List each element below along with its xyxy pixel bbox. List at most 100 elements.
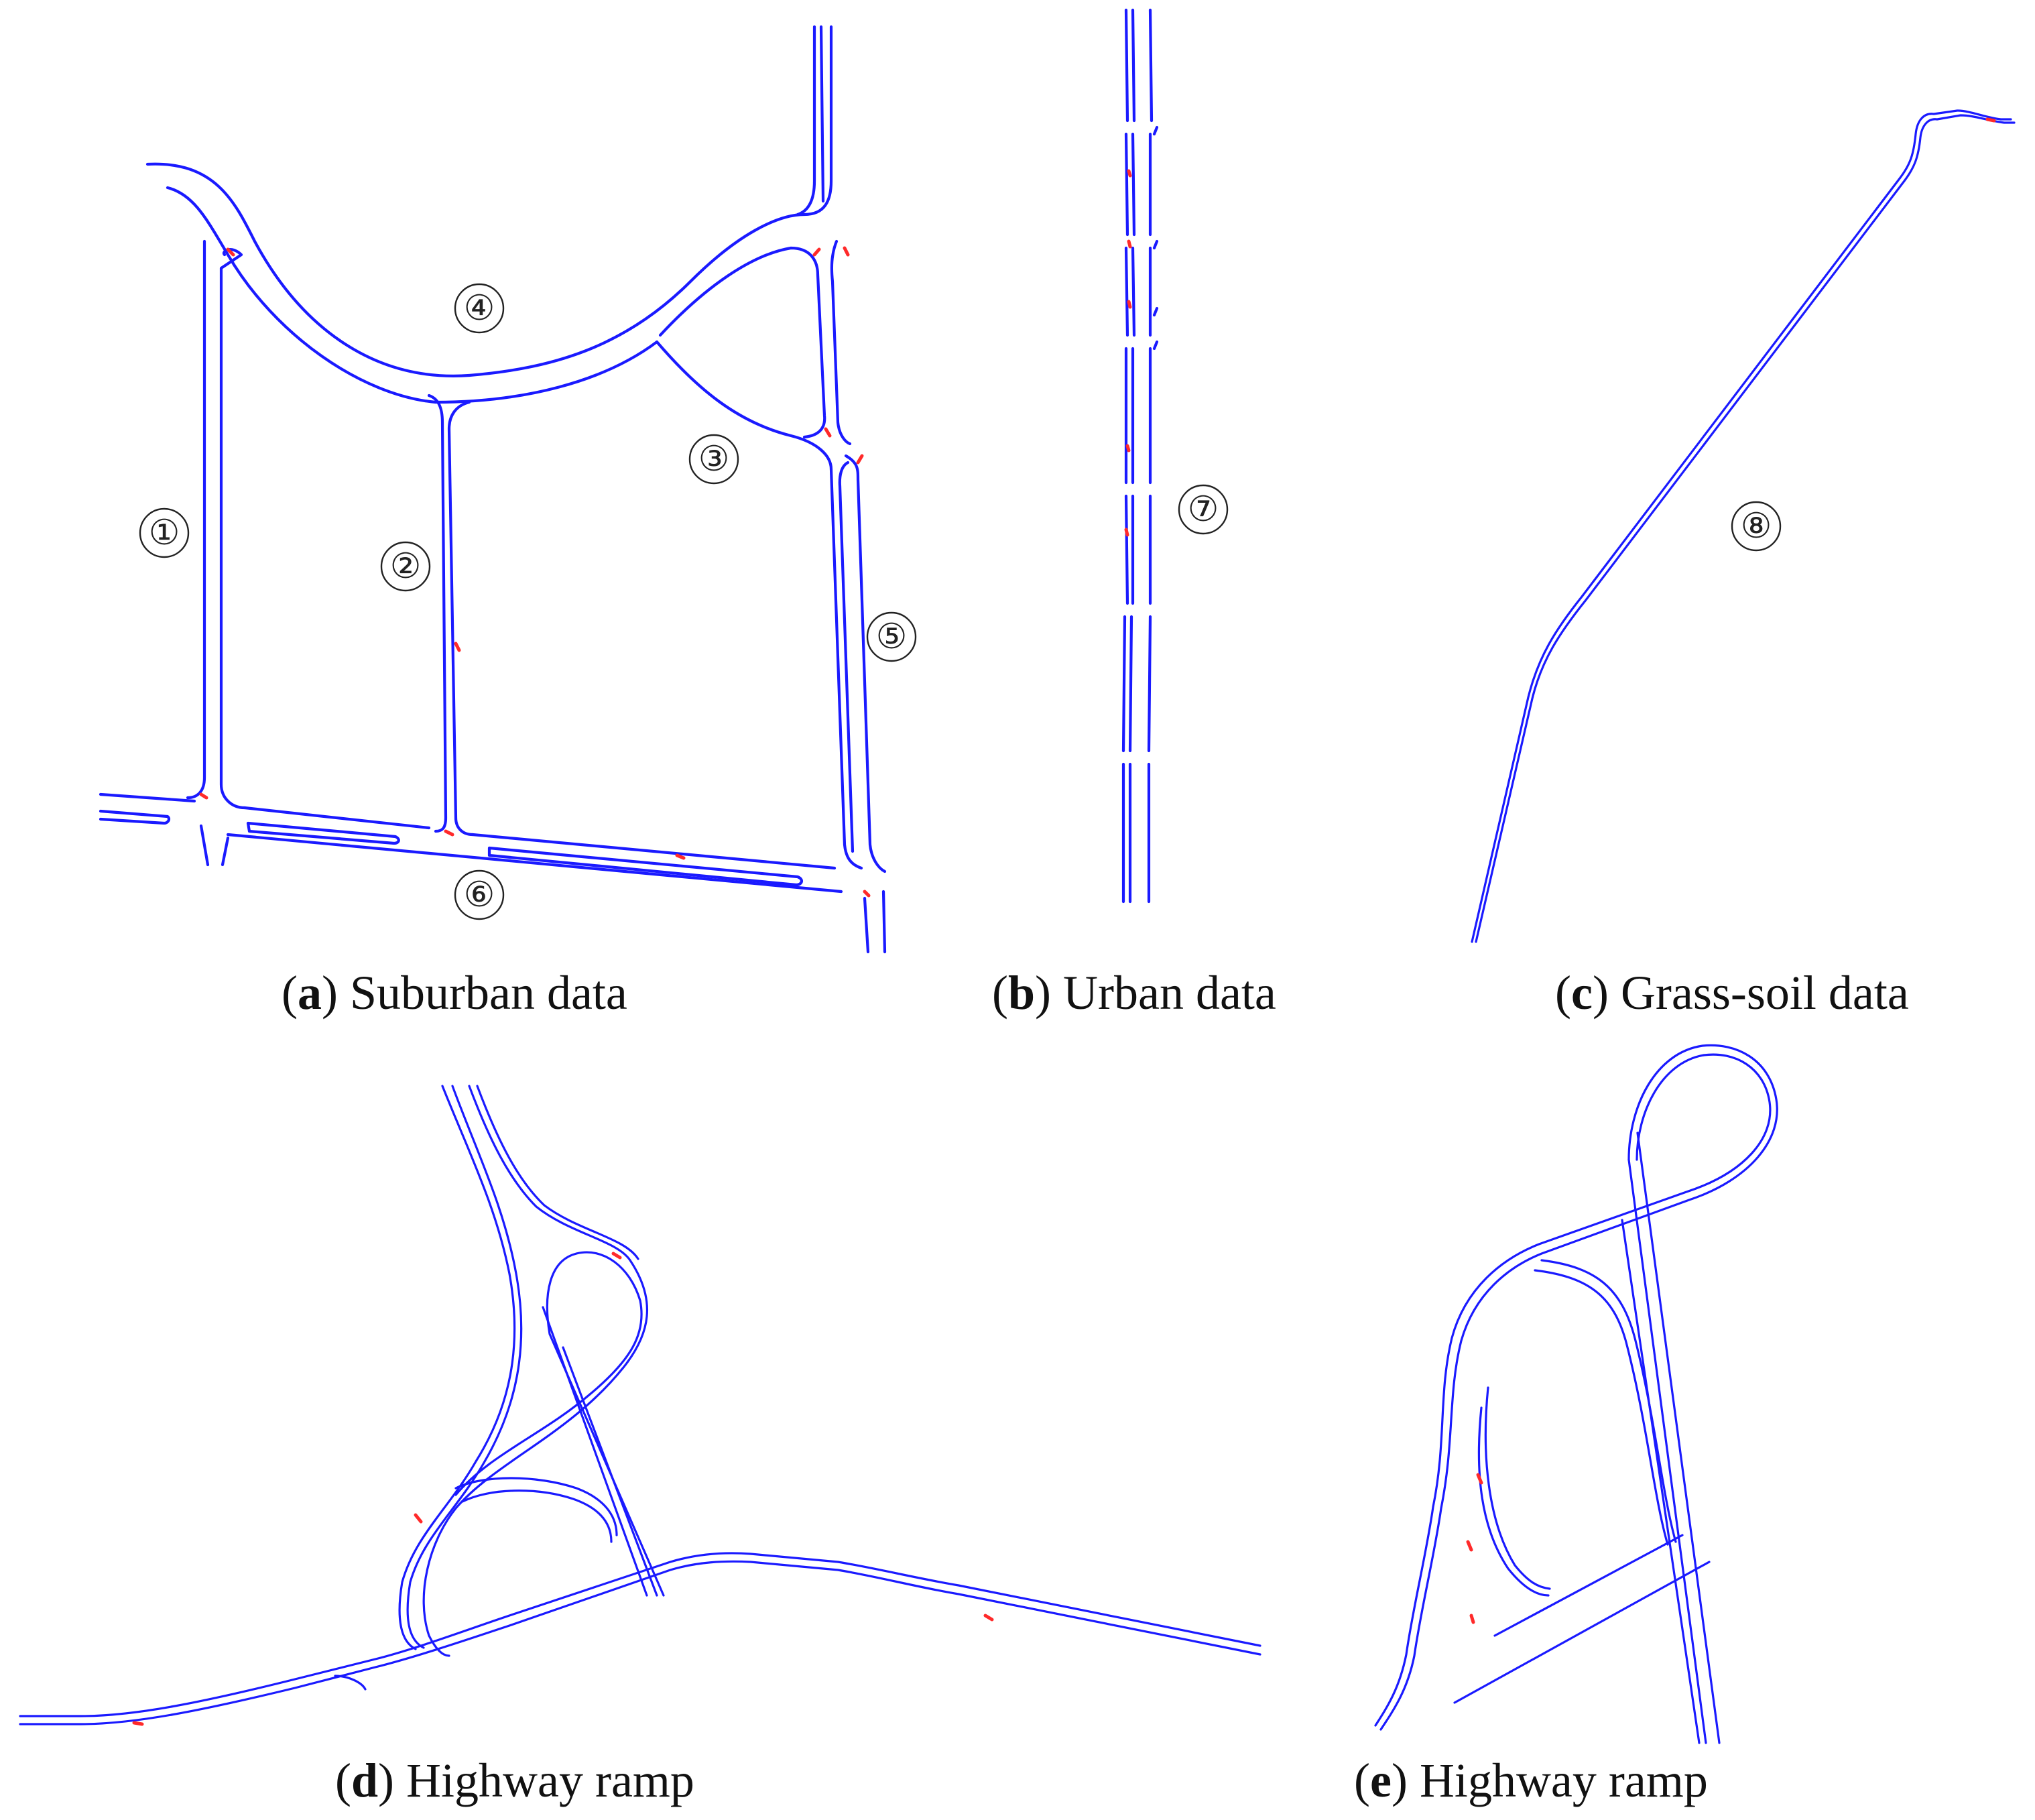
road-2-left [427, 393, 448, 833]
urban-road-left-b [1128, 8, 1136, 904]
caption-e: (e) Highway ramp [1354, 1754, 1708, 1807]
road-6-median-right [487, 846, 803, 887]
error-mark [611, 1252, 622, 1260]
ramp-e-loop-inner [1374, 1053, 1772, 1727]
road-6-median-left [99, 809, 171, 825]
marker-4: ④ [454, 283, 505, 334]
marker-5: ⑤ [866, 611, 917, 662]
road-1-stub-bottom [199, 824, 210, 867]
road-5-left [829, 467, 863, 870]
marker-1-label: ① [149, 513, 180, 553]
road-6-right-down-a [863, 896, 870, 954]
error-mark [863, 890, 871, 898]
error-mark [824, 427, 832, 438]
error-mark [983, 1614, 994, 1622]
ramp-loop-inner [454, 1251, 643, 1496]
ramp-e-vertical-b [1636, 1132, 1721, 1744]
panel-e-highway-map [1374, 1044, 1778, 1744]
marker-2: ② [380, 541, 431, 592]
urban-road-notches [1152, 125, 1159, 351]
caption-c-text: Grass-soil data [1620, 966, 1909, 1020]
error-mark [1127, 239, 1132, 249]
ramp-east-arc-b [461, 1490, 613, 1543]
ramp-e-spur-b [1453, 1561, 1711, 1704]
ramp-e-inner-arc-b [1534, 1269, 1669, 1546]
ramp-e-inner-arc [1540, 1259, 1677, 1543]
ramp-west-outer [398, 1085, 516, 1650]
marker-6: ⑥ [454, 869, 505, 920]
error-mark [1127, 300, 1132, 309]
road-5-right [844, 454, 887, 873]
error-mark [454, 642, 461, 652]
caption-d: (d) Highway ramp [335, 1754, 694, 1807]
error-mark [444, 829, 454, 837]
error-mark [1985, 117, 1996, 123]
ramp-loop-north-b [476, 1085, 639, 1260]
ramp-e-vertical-c [1621, 1219, 1701, 1744]
road-6-top-left [99, 792, 196, 803]
ramp-e-inner-return [1477, 1406, 1550, 1597]
road-6-top-mid [243, 806, 431, 830]
caption-d-letter: d [351, 1754, 379, 1807]
panel-a-suburban-map [99, 25, 887, 954]
road-3-upper [658, 246, 826, 439]
marker-3-label: ③ [698, 439, 730, 479]
ramp-loop-down-a [546, 1252, 665, 1597]
ramp-loop-north [422, 1085, 649, 1657]
curved-road-outer [145, 25, 833, 377]
urban-road-left [1121, 8, 1129, 904]
ramp-west-outer-b [406, 1085, 523, 1649]
marker-4-label: ④ [464, 288, 495, 328]
marker-8-label: ⑧ [1741, 506, 1772, 546]
caption-b: (b) Urban data [992, 966, 1276, 1020]
panel-b-urban-map [1121, 8, 1159, 904]
ramp-stub [334, 1675, 367, 1691]
error-mark [226, 247, 235, 257]
ramp-e-loop-outer [1379, 1044, 1778, 1731]
highway-main-bottom [19, 1560, 1261, 1725]
right-top-road-a [796, 25, 816, 217]
marker-7-label: ⑦ [1188, 489, 1219, 530]
error-mark [414, 1513, 423, 1524]
road-6-bottom [226, 833, 843, 894]
caption-a: (a) Suburban data [282, 966, 627, 1020]
error-mark [1127, 169, 1132, 178]
error-mark [1466, 1540, 1473, 1552]
road-3-right [830, 239, 852, 446]
road-5-mid [838, 461, 855, 853]
road-6-median-mid [246, 821, 400, 845]
caption-e-letter: e [1369, 1754, 1392, 1807]
ramp-e-spur-a [1493, 1534, 1684, 1637]
ramp-loop-down-b [542, 1306, 648, 1597]
error-mark [199, 792, 208, 800]
ramp-e-vertical-a [1627, 1158, 1707, 1744]
road-1-left [186, 239, 206, 800]
error-mark [132, 1721, 144, 1726]
caption-d-text: Highway ramp [406, 1754, 694, 1807]
marker-6-label: ⑥ [464, 875, 495, 915]
road-6-top-right [471, 833, 837, 870]
road-3-lower [655, 340, 833, 471]
error-mark [1476, 1473, 1483, 1485]
ramp-e-inner-return-b [1484, 1386, 1551, 1590]
caption-e-text: Highway ramp [1419, 1754, 1708, 1807]
marker-8: ⑧ [1731, 501, 1782, 552]
caption-a-letter: a [297, 966, 322, 1020]
road-2-right [447, 400, 475, 837]
ramp-east-arc [454, 1477, 618, 1536]
highway-main-top [19, 1552, 1261, 1717]
error-mark [1124, 528, 1129, 537]
caption-b-text: Urban data [1063, 966, 1276, 1020]
road-6-right-down-b [881, 890, 887, 954]
error-mark [812, 247, 821, 257]
caption-b-letter: b [1007, 966, 1036, 1020]
marker-1: ① [139, 507, 190, 558]
road-1-right [219, 247, 247, 810]
caption-a-text: Suburban data [349, 966, 627, 1020]
panel-d-highway-map [19, 1085, 1261, 1726]
marker-5-label: ⑤ [876, 617, 908, 657]
urban-road-right [1147, 8, 1154, 904]
ramp-loop-down-c [562, 1346, 658, 1597]
marker-3: ③ [688, 434, 739, 485]
error-mark [1125, 444, 1131, 452]
